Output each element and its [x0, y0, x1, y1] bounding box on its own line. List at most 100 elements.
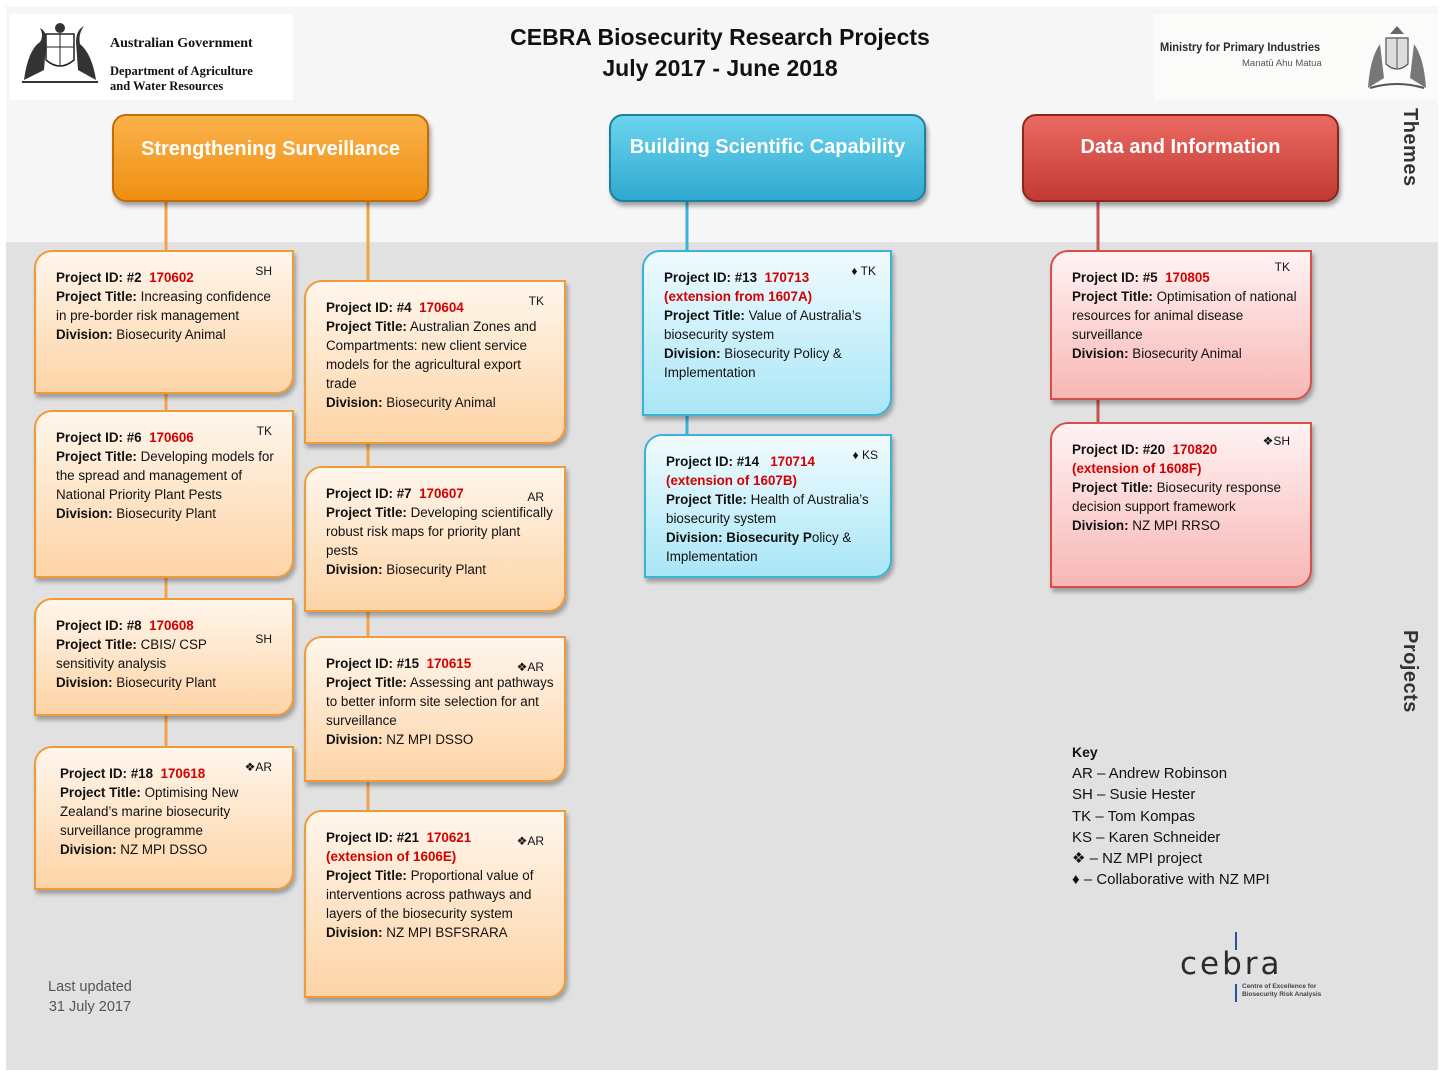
project-division: NZ MPI RRSO	[1132, 518, 1221, 533]
project-division: Biosecurity Plant	[386, 562, 487, 577]
project-title-label: Project Title:	[56, 289, 137, 304]
project-title-label: Project Title:	[1072, 480, 1153, 495]
project-id-label: Project ID:	[56, 430, 123, 445]
project-number: #20	[1142, 442, 1166, 457]
project-title: Optimisation of national resources for a…	[1072, 289, 1297, 342]
project-tag: TK	[256, 424, 272, 438]
key-item: ♦ – Collaborative with NZ MPI	[1072, 871, 1270, 889]
project-id-label: Project ID:	[1072, 270, 1139, 285]
mpi-logo: Ministry for Primary Industries Manatū A…	[1154, 14, 1438, 100]
project-division: Biosecurity Animal	[386, 395, 496, 410]
division-label: Division:	[56, 327, 113, 342]
project-id-label: Project ID:	[326, 486, 393, 501]
project-tag: TK	[1274, 260, 1290, 274]
cebra-subtitle-line2: Biosecurity Risk Analysis	[1242, 991, 1322, 998]
project-title-label: Project Title:	[1072, 289, 1153, 304]
project-title-label: Project Title:	[664, 308, 745, 323]
project-number: #8	[126, 618, 142, 633]
key-item: AR – Andrew Robinson	[1072, 765, 1228, 783]
division-label: Division:	[326, 925, 383, 940]
project-division: NZ MPI DSSO	[386, 732, 474, 747]
mpi-name: Ministry for Primary Industries	[1160, 40, 1321, 54]
project-extension: (extension of 1608F)	[1072, 461, 1202, 476]
project-title: Health of Australia’s biosecurity system	[666, 492, 869, 526]
project-id-label: Project ID:	[56, 618, 123, 633]
project-tag: TK	[528, 294, 544, 308]
title-line2: July 2017 - June 2018	[602, 55, 838, 81]
project-card-15: ❖AR Project ID: #15 170615 Project Title…	[304, 636, 566, 782]
last-updated-date: 31 July 2017	[48, 999, 132, 1015]
project-number: #2	[126, 270, 142, 285]
project-division: Biosecurity Plant	[116, 506, 217, 521]
cebra-logo: cebra Centre of Excellence for Biosecuri…	[1176, 930, 1346, 1010]
project-code: 170820	[1172, 442, 1218, 457]
project-number: #14	[736, 454, 760, 469]
project-tag: SH	[255, 264, 272, 278]
project-title: Proportional value of interventions acro…	[326, 868, 534, 921]
last-updated-label: Last updated	[48, 979, 132, 995]
key-heading: Key	[1072, 744, 1098, 760]
project-code: 170621	[426, 830, 472, 845]
project-tag: ❖SH	[1262, 434, 1290, 448]
project-code: 170805	[1165, 270, 1210, 285]
project-card-20: ❖SH Project ID: #20 170820 (extension of…	[1050, 422, 1312, 588]
theme-data-and-information: Data and Information	[1022, 114, 1339, 202]
project-card-18: ❖AR Project ID: #18 170618 Project Title…	[34, 746, 294, 890]
aus-department-name: Department of Agriculture and Water Reso…	[110, 64, 253, 94]
cebra-subtitle: Centre of Excellence for Biosecurity Ris…	[1242, 983, 1321, 999]
project-card-4: TK Project ID: #4 170604 Project Title: …	[304, 280, 566, 444]
project-title: Biosecurity response decision support fr…	[1072, 480, 1281, 514]
division-label: Division:	[664, 346, 721, 361]
project-card-21: ❖AR Project ID: #21 170621 (extension of…	[304, 810, 566, 998]
project-title-label: Project Title:	[326, 868, 407, 883]
project-title-label: Project Title:	[60, 785, 141, 800]
project-code: 170618	[160, 766, 206, 781]
project-code: 170713	[764, 270, 810, 285]
aus-department-line2: and Water Resources	[110, 79, 224, 93]
project-tag: ❖AR	[244, 760, 272, 774]
last-updated: Last updated 31 July 2017	[48, 977, 132, 1017]
aus-department-line1: Department of Agriculture	[110, 64, 253, 78]
project-number: #4	[396, 300, 412, 315]
project-extension: (extension from 1607A)	[664, 289, 813, 304]
project-id-label: Project ID:	[326, 830, 393, 845]
project-id-label: Project ID:	[326, 656, 393, 671]
project-number: #18	[130, 766, 154, 781]
project-card-5: TK Project ID: #5 170805 Project Title: …	[1050, 250, 1312, 400]
project-tag: AR	[527, 490, 544, 504]
project-code: 170714	[770, 454, 815, 469]
project-card-8: SH Project ID: #8 170608 Project Title: …	[34, 598, 294, 716]
project-code: 170606	[149, 430, 194, 445]
project-title: Assessing ant pathways to better inform …	[326, 675, 554, 728]
project-code: 170615	[426, 656, 472, 671]
project-extension: (extension of 1607B)	[666, 473, 797, 488]
project-number: #15	[396, 656, 420, 671]
key-item: TK – Tom Kompas	[1072, 807, 1196, 825]
project-division-bold: Biosecurity P	[726, 530, 812, 545]
project-id-label: Project ID:	[664, 270, 731, 285]
project-id-label: Project ID:	[1072, 442, 1139, 457]
project-division: olicy & Implementation	[666, 530, 852, 564]
project-card-13: ♦ TK Project ID: #13 170713 (extension f…	[642, 250, 892, 416]
division-label: Division:	[60, 842, 117, 857]
division-label: Division:	[56, 675, 113, 690]
project-tag: ♦ KS	[852, 448, 878, 462]
project-title-label: Project Title:	[56, 449, 137, 464]
aus-gov-name: Australian Government	[110, 36, 253, 51]
project-title: Developing scientifically robust risk ma…	[326, 505, 553, 558]
projects-side-label: Projects	[1399, 630, 1421, 713]
project-code: 170602	[149, 270, 194, 285]
project-tag: ❖AR	[516, 834, 544, 848]
project-title-label: Project Title:	[56, 637, 137, 652]
theme-label: Building Scientific Capability	[629, 136, 906, 158]
project-code: 170607	[419, 486, 464, 501]
project-card-14: ♦ KS Project ID: #14 170714 (extension o…	[644, 434, 892, 578]
themes-side-label: Themes	[1399, 108, 1421, 187]
legend-key: Key AR – Andrew Robinson SH – Susie Hest…	[1072, 742, 1270, 890]
project-number: #5	[1142, 270, 1158, 285]
cebra-wordmark: cebra	[1180, 946, 1283, 982]
project-division: Biosecurity Animal	[116, 327, 226, 342]
project-code: 170608	[149, 618, 194, 633]
